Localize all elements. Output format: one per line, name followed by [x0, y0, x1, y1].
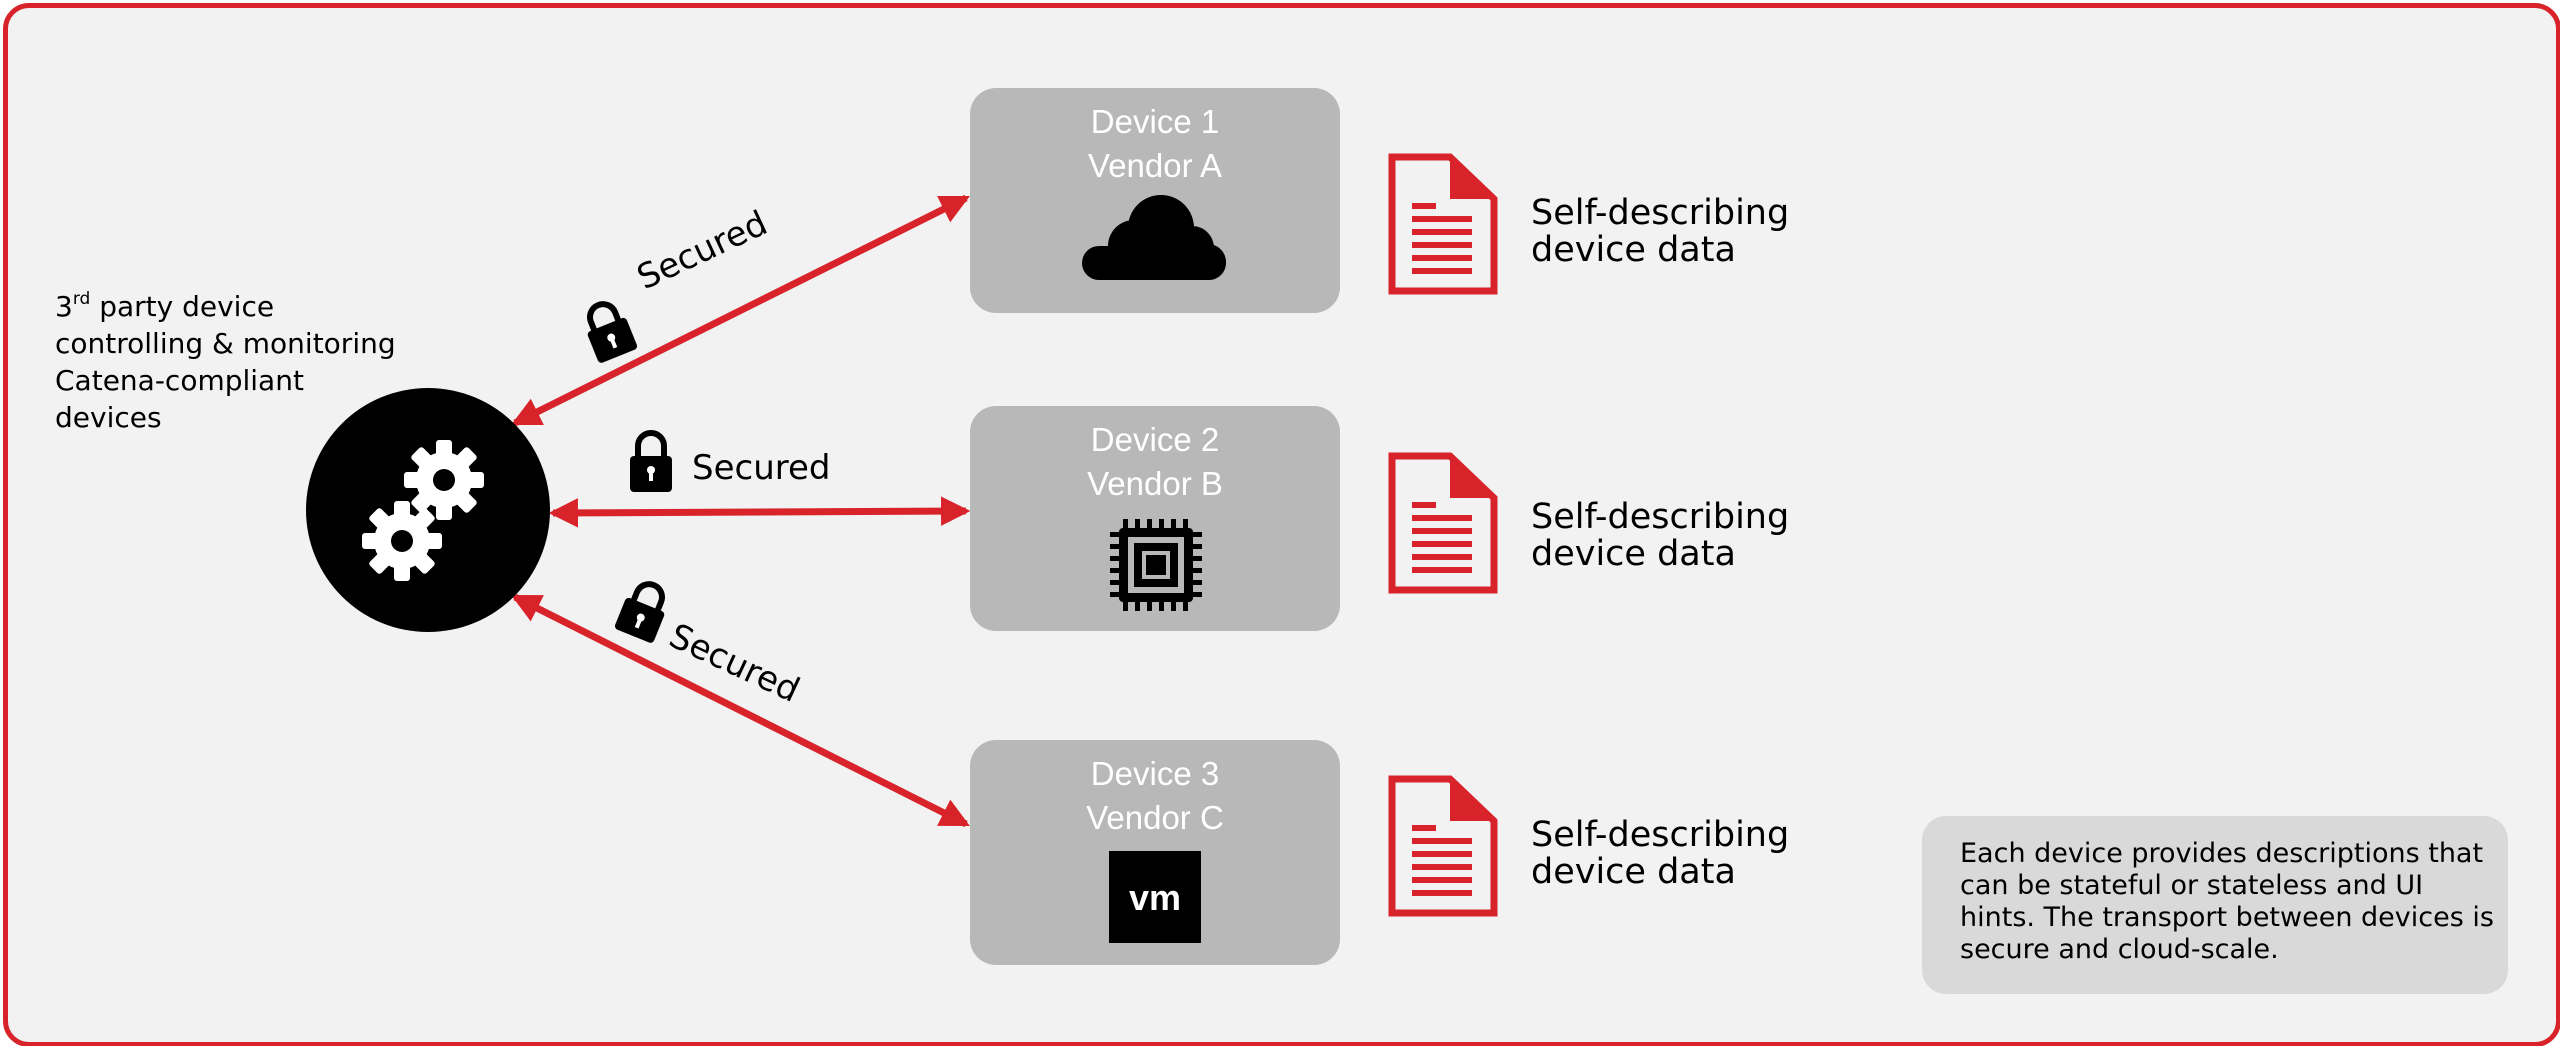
device-card-2: Device 2 Vendor B — [970, 406, 1340, 631]
device-card-3: Device 3 Vendor C vm — [970, 740, 1340, 965]
description-line1: Self-describing — [1531, 193, 1790, 233]
device-vendor: Vendor A — [1088, 147, 1222, 184]
controller-label-line2: controlling & monitoring — [55, 327, 396, 360]
device-name: Device 1 — [1090, 103, 1220, 140]
lock-icon — [630, 430, 672, 492]
controller-label-line1-suffix: party device — [90, 290, 275, 323]
description-label-3: Self-describing device data — [1531, 817, 1789, 891]
link-arrow-device-3 — [511, 593, 970, 828]
device-name: Device 3 — [1090, 755, 1220, 792]
device-vendor: Vendor C — [1086, 799, 1224, 836]
description-line1: Self-describing — [1531, 497, 1790, 537]
link-arrow-device-2 — [548, 496, 971, 528]
device-title: Device 2 Vendor B — [970, 418, 1340, 506]
description-label-2: Self-describing device data — [1531, 499, 1789, 573]
controller-label-line1-prefix: 3 — [55, 290, 73, 323]
document-icon — [1388, 153, 1498, 295]
device-card-1: Device 1 Vendor A — [970, 88, 1340, 313]
controller-label: 3rd party device controlling & monitorin… — [55, 288, 396, 436]
document-icon — [1388, 452, 1498, 594]
info-note: Each device provides descriptions that c… — [1922, 816, 2508, 994]
chip-icon — [1110, 519, 1202, 611]
controller-label-superscript: rd — [72, 289, 91, 309]
device-title: Device 3 Vendor C — [970, 752, 1340, 840]
description-label-1: Self-describing device data — [1531, 195, 1789, 269]
document-icon — [1388, 775, 1498, 917]
device-name: Device 2 — [1090, 421, 1220, 458]
description-line1: Self-describing — [1531, 815, 1790, 855]
gears-icon — [362, 440, 484, 581]
description-line2: device data — [1531, 230, 1736, 270]
link-arrow-device-1 — [511, 194, 970, 427]
device-title: Device 1 Vendor A — [970, 100, 1340, 188]
controller-label-line3: Catena-compliant — [55, 364, 304, 397]
link-label-2: Secured — [692, 448, 831, 488]
description-line2: device data — [1531, 852, 1736, 892]
info-note-text: Each device provides descriptions that c… — [1960, 838, 2494, 965]
lock-icon — [587, 301, 638, 363]
vm-icon-text: vm — [1129, 877, 1181, 918]
description-line2: device data — [1531, 534, 1736, 574]
controller-hub — [306, 388, 550, 632]
cloud-icon — [1082, 195, 1226, 280]
vm-icon: vm — [1109, 851, 1201, 943]
controller-label-line4: devices — [55, 401, 162, 434]
lock-icon — [614, 581, 665, 643]
device-vendor: Vendor B — [1087, 465, 1223, 502]
